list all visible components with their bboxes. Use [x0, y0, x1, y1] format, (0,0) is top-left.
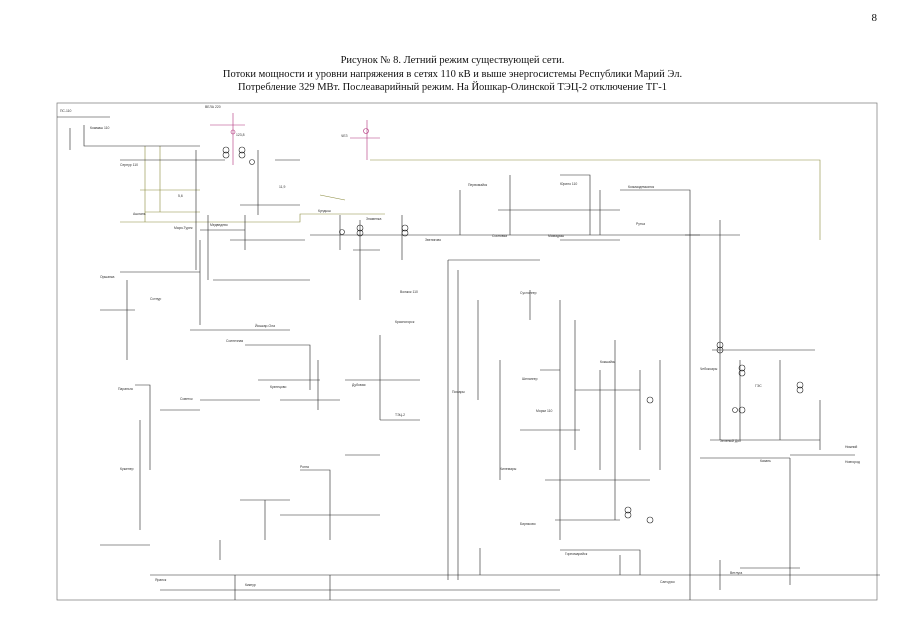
node-labels: ПС-110 Кожмаш 110 ВЕЛА 220 123,8 ЧЕЗ Сер…: [60, 105, 860, 587]
figure-caption: Рисунок № 8. Летний режим существующей с…: [0, 54, 905, 95]
svg-text:Санчурск: Санчурск: [660, 580, 675, 584]
svg-text:Сернур 110: Сернур 110: [120, 163, 138, 167]
svg-text:ГЭС: ГЭС: [755, 384, 762, 388]
svg-text:ЧЕЗ: ЧЕЗ: [341, 134, 348, 138]
svg-text:11,9: 11,9: [279, 185, 285, 189]
svg-text:Кожмаш 110: Кожмаш 110: [90, 126, 109, 130]
svg-text:Помары: Помары: [452, 390, 465, 394]
caption-title: Рисунок № 8. Летний режим существующей с…: [340, 55, 565, 66]
svg-text:Мари-Турек: Мари-Турек: [174, 226, 193, 230]
svg-text:Кокшайск: Кокшайск: [600, 360, 616, 364]
svg-text:123,8: 123,8: [236, 133, 245, 137]
svg-text:Оршанка: Оршанка: [100, 275, 115, 279]
svg-text:ТЭЦ-2: ТЭЦ-2: [395, 413, 405, 417]
svg-text:Красногорск: Красногорск: [395, 320, 415, 324]
svg-text:Ашлань: Ашлань: [133, 212, 146, 216]
power-lines: [57, 113, 880, 600]
svg-text:Куженер: Куженер: [120, 467, 134, 471]
svg-text:Новгород: Новгород: [845, 460, 860, 464]
svg-text:Шелангер: Шелангер: [522, 377, 538, 381]
caption-line-2: Потоки мощности и уровни напряжения в се…: [222, 68, 683, 80]
svg-text:Солнечная: Солнечная: [226, 339, 243, 343]
svg-text:Мамадыш: Мамадыш: [548, 234, 564, 238]
page-number: 8: [871, 12, 878, 24]
svg-text:Нижний: Нижний: [845, 445, 857, 449]
svg-text:Юрино 110: Юрино 110: [560, 182, 577, 186]
svg-text:Казань: Казань: [760, 459, 771, 463]
svg-text:ПС-110: ПС-110: [60, 109, 72, 113]
svg-text:5,6: 5,6: [178, 194, 183, 198]
svg-text:Волжск 110: Волжск 110: [400, 290, 418, 294]
svg-text:Кундыш: Кундыш: [318, 209, 331, 213]
svg-text:Горномарийск: Горномарийск: [565, 552, 588, 556]
svg-text:Сотнур: Сотнур: [150, 297, 161, 301]
svg-text:Параньга: Параньга: [118, 387, 133, 391]
svg-text:Советск: Советск: [180, 397, 193, 401]
svg-text:Рутка: Рутка: [636, 222, 645, 226]
svg-text:Яранск: Яранск: [155, 578, 167, 582]
svg-text:Чебоксары: Чебоксары: [700, 367, 718, 371]
svg-text:Первомайск: Первомайск: [468, 183, 488, 187]
scheme-frame: [56, 102, 878, 601]
svg-text:Килемары: Килемары: [500, 467, 517, 471]
svg-text:Кикнур: Кикнур: [245, 583, 256, 587]
svg-text:Кузнецово: Кузнецово: [270, 385, 287, 389]
svg-text:Сосновка: Сосновка: [492, 234, 507, 238]
svg-text:Медведево: Медведево: [210, 223, 228, 227]
svg-text:Йошкар-Ола: Йошкар-Ола: [255, 324, 275, 328]
svg-text:ВЕЛА 220: ВЕЛА 220: [205, 105, 221, 109]
svg-text:Ронга: Ронга: [300, 465, 309, 469]
svg-text:Ветлуга: Ветлуга: [730, 571, 742, 575]
svg-text:Бирюково: Бирюково: [520, 522, 536, 526]
svg-text:Зеленый Дол: Зеленый Дол: [720, 439, 741, 443]
svg-text:Знаменка: Знаменка: [366, 217, 381, 221]
caption-line-3: Потребление 329 МВт. Послеаварийный режи…: [238, 82, 667, 93]
svg-text:Морки 110: Морки 110: [536, 409, 552, 413]
transformer-symbols: [222, 146, 804, 524]
svg-text:Дубовая: Дубовая: [352, 383, 366, 387]
svg-text:Суслонгер: Суслонгер: [520, 291, 537, 295]
svg-text:Звенигово: Звенигово: [425, 238, 441, 242]
svg-text:Козьмодемьянск: Козьмодемьянск: [628, 185, 655, 189]
